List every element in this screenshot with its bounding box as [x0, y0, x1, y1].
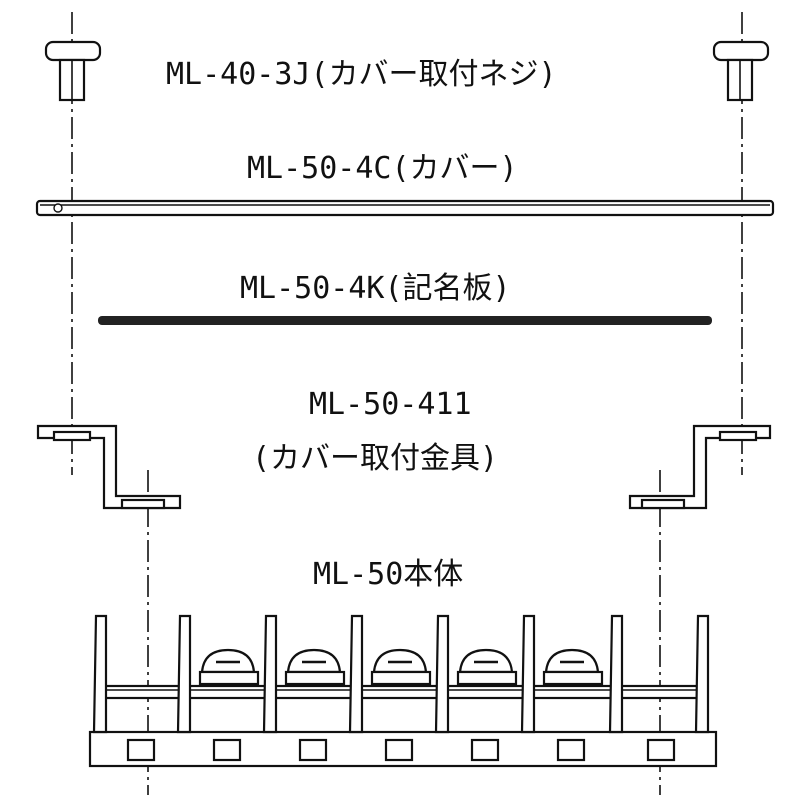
- barriers: [92, 614, 710, 734]
- cover-screw-right: [712, 40, 770, 102]
- terminal-screws: [198, 648, 604, 686]
- bracket-desc-label: (カバー取付金具): [252, 441, 498, 476]
- nameplate-strip: [98, 316, 712, 325]
- cover-label: ML-50-4C(カバー): [247, 151, 518, 186]
- base-windows: [126, 738, 676, 762]
- bracket-code-label: ML-50-411: [309, 387, 472, 422]
- terminal-block-body: [88, 614, 718, 768]
- terminal-screw-4: [456, 648, 518, 686]
- cover-bracket-right: [628, 424, 772, 510]
- terminal-screw-2: [284, 648, 346, 686]
- body-label: ML-50本体: [313, 557, 463, 592]
- terminal-screw-1: [198, 648, 260, 686]
- terminal-screw-5: [542, 648, 604, 686]
- screw-label: ML-40-3J(カバー取付ネジ): [166, 57, 557, 92]
- terminal-screw-3: [370, 648, 432, 686]
- cover-screw-left: [44, 40, 102, 102]
- cover-plate: [35, 199, 775, 217]
- nameplate-label: ML-50-4K(記名板): [240, 271, 511, 306]
- cover-bracket-left: [36, 424, 182, 510]
